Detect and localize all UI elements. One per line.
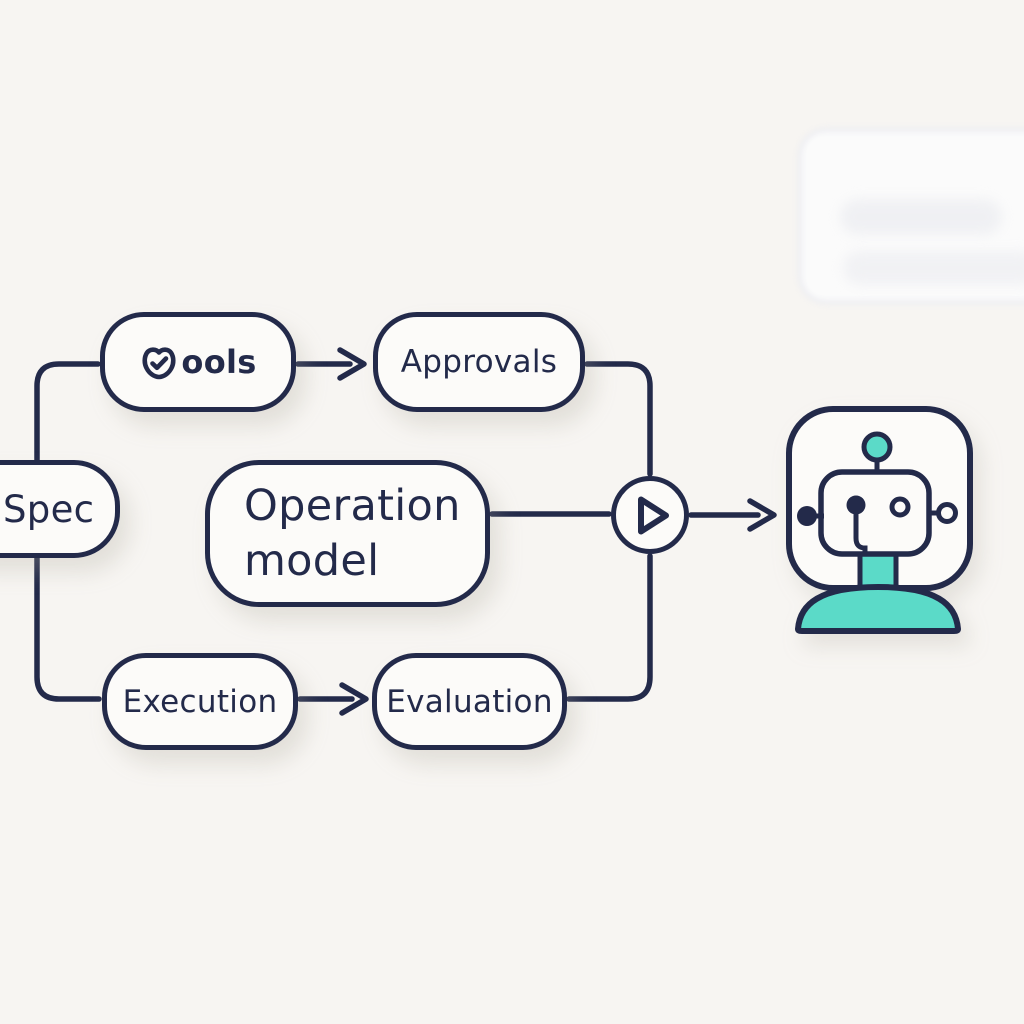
blurred-placeholder-bar xyxy=(843,251,1024,285)
play-icon xyxy=(611,476,689,554)
operation-model-line2: model xyxy=(244,535,380,586)
node-evaluation: Evaluation xyxy=(372,653,567,750)
robot-head xyxy=(818,469,932,557)
robot-eye-stem xyxy=(853,514,868,555)
node-execution-label: Execution xyxy=(122,683,278,720)
connector-spec-tools xyxy=(34,361,101,463)
arrowhead-play-robot xyxy=(747,498,777,532)
node-operation-model-label: Operation model xyxy=(244,479,461,587)
connector-spec-execution xyxy=(34,555,102,702)
node-approvals: Approvals xyxy=(373,312,585,412)
arrowhead-execution-evaluation xyxy=(339,682,369,716)
connector-play-evaluation xyxy=(566,553,653,702)
blurred-placeholder-bar xyxy=(840,199,1002,235)
robot-right-eye xyxy=(889,496,911,518)
node-tools: ools xyxy=(100,312,296,412)
node-spec-label: Spec xyxy=(3,487,95,531)
robot-right-ear xyxy=(936,502,958,524)
robot-left-eye xyxy=(846,495,866,515)
node-spec: Spec xyxy=(0,460,120,558)
robot-left-ear xyxy=(797,506,817,526)
check-circle-icon xyxy=(139,343,179,383)
node-execution: Execution xyxy=(102,653,298,750)
node-operation-model: Operation model xyxy=(205,460,490,607)
robot-antenna xyxy=(861,431,893,463)
robot-shoulders xyxy=(795,584,961,634)
robot-agent-icon xyxy=(786,406,973,634)
operation-model-line1: Operation xyxy=(244,481,461,532)
node-approvals-label: Approvals xyxy=(400,344,558,380)
arrowhead-tools-approvals xyxy=(337,347,367,381)
connector-approvals-play xyxy=(584,361,653,477)
node-tools-label: ools xyxy=(181,343,257,381)
node-evaluation-label: Evaluation xyxy=(386,683,553,720)
